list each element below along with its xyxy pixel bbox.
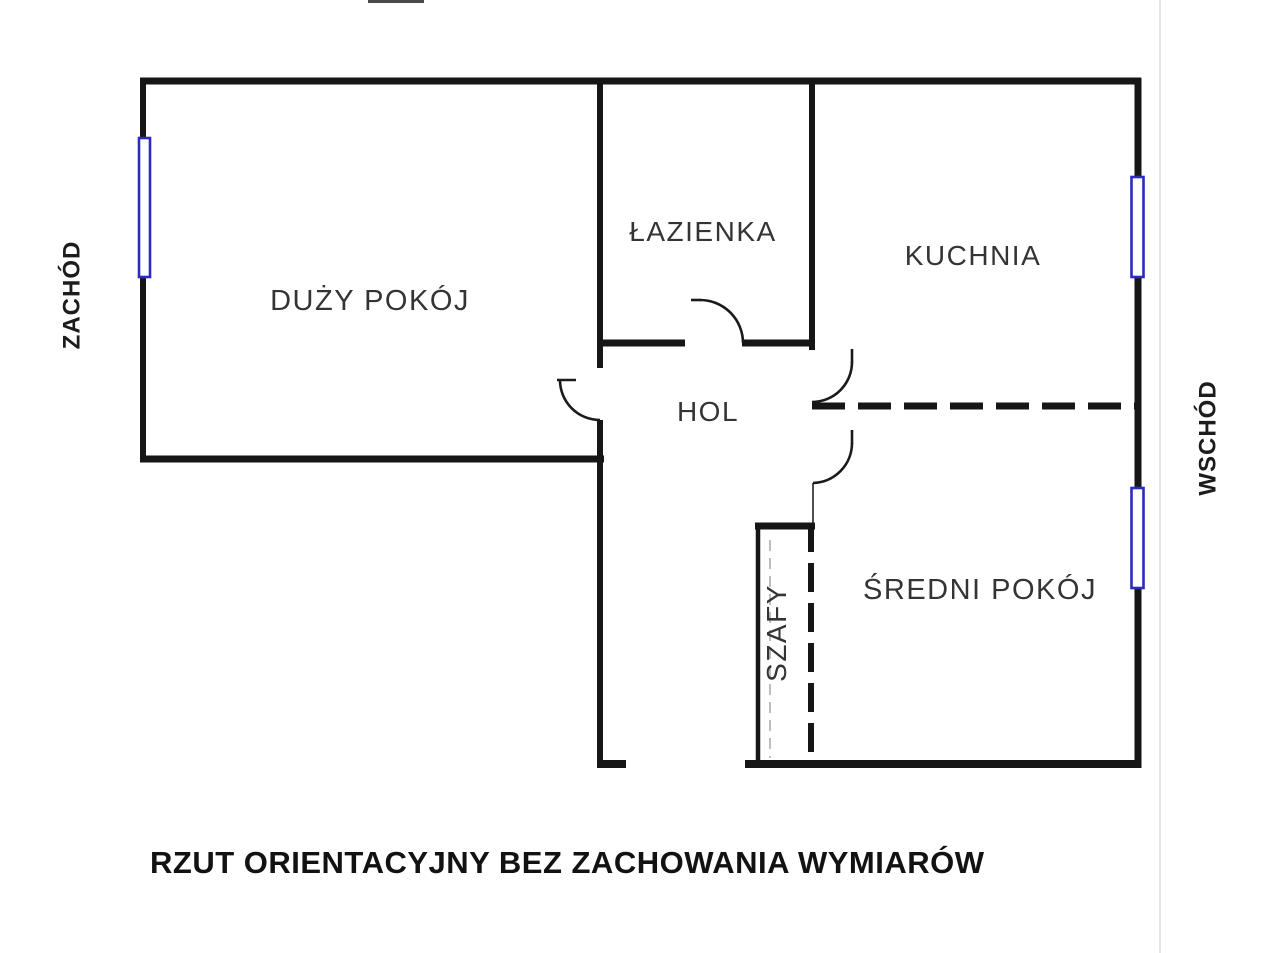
room-label-medium-room: ŚREDNI POKÓJ — [863, 572, 1097, 606]
scan-artifact-top — [368, 0, 424, 3]
windows — [137, 136, 1145, 590]
window-east-medium-room — [1130, 486, 1145, 590]
orientation-label-east: WSCHÓD — [1193, 380, 1221, 495]
inner-walls — [597, 81, 1135, 768]
window-west — [137, 136, 152, 279]
room-label-kitchen: KUCHNIA — [905, 240, 1042, 271]
door-swings — [557, 298, 854, 485]
caption: RZUT ORIENTACYJNY BEZ ZACHOWANIA WYMIARÓ… — [150, 844, 985, 880]
window-east-kitchen — [1130, 175, 1145, 279]
room-label-wardrobes: SZAFY — [761, 584, 792, 682]
room-label-hall: HOL — [677, 396, 739, 427]
outer-walls — [140, 77, 1142, 768]
room-labels: DUŻY POKÓJ ŁAZIENKA KUCHNIA HOL ŚREDNI P… — [270, 216, 1097, 682]
room-label-large-room: DUŻY POKÓJ — [270, 284, 470, 317]
door-arc-large-room — [558, 379, 601, 422]
door-arc-bathroom — [699, 298, 745, 344]
room-label-bathroom: ŁAZIENKA — [629, 216, 776, 247]
orientation-labels: ZACHÓD WSCHÓD — [57, 241, 1221, 496]
door-arc-medium-room — [812, 442, 854, 485]
orientation-label-west: ZACHÓD — [57, 241, 85, 350]
door-arc-kitchen — [811, 361, 854, 404]
